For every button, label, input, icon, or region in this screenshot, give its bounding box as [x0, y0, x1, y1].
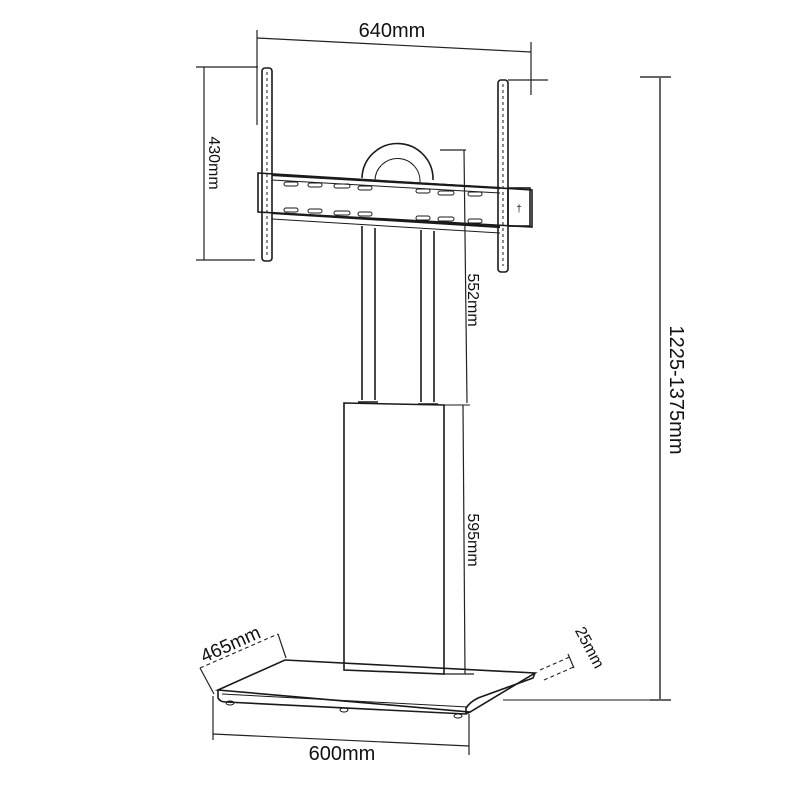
right-bracket-arm — [497, 79, 548, 273]
lower-column — [343, 401, 470, 675]
dimension-total-height: 1225-1375mm — [640, 76, 687, 701]
dimension-base-thickness: 25mm — [539, 624, 607, 681]
label-total-height: 1225-1375mm — [665, 326, 687, 455]
label-bracket-width: 640mm — [359, 20, 426, 42]
label-lower-column: 595mm — [464, 513, 481, 566]
dimension-bracket-width: 640mm — [256, 20, 532, 125]
label-base-depth: 465mm — [198, 622, 264, 667]
label-bracket-height: 430mm — [205, 136, 222, 189]
dimension-base-depth: 465mm — [198, 622, 287, 695]
handle-arch — [361, 142, 434, 183]
mounting-rails: † — [257, 172, 533, 234]
dimension-upper-pole: 552mm — [440, 149, 481, 404]
dimension-bracket-height: 430mm — [196, 66, 258, 261]
dimension-lower-column: 595mm — [444, 404, 481, 675]
label-base-width: 600mm — [309, 743, 376, 765]
svg-text:†: † — [516, 204, 522, 215]
base-plate — [214, 659, 664, 719]
dimension-base-width: 600mm — [212, 696, 470, 765]
label-base-thickness: 25mm — [571, 624, 607, 671]
upper-poles — [361, 226, 435, 402]
left-bracket-arm — [261, 67, 273, 262]
label-upper-pole: 552mm — [464, 273, 481, 326]
